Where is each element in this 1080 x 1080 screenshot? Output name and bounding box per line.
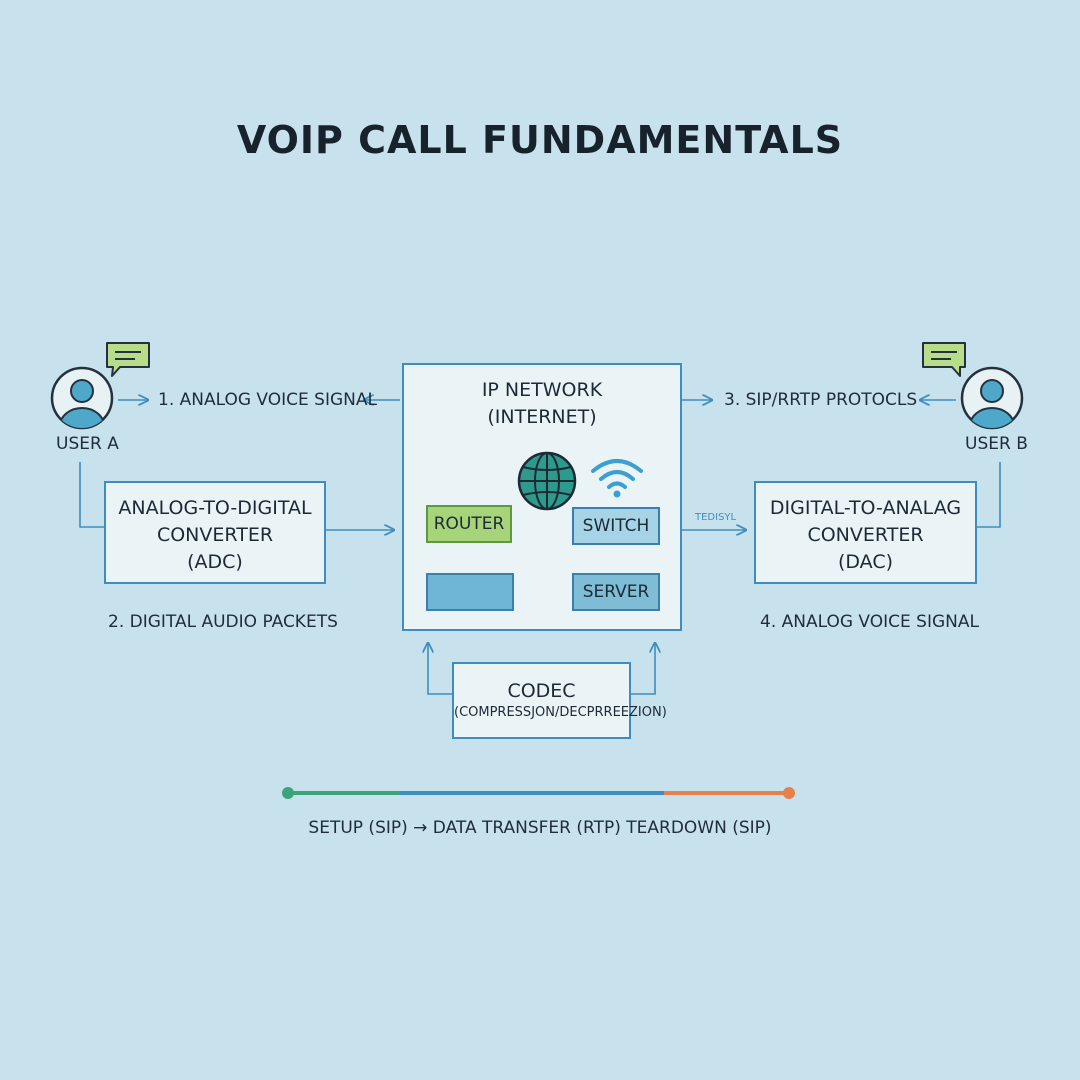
user-b-label: USER B xyxy=(965,434,1028,454)
user-a-label: USER A xyxy=(56,434,119,454)
dac-box: DIGITAL-TO-ANALAG CONVERTER (DAC) xyxy=(754,481,977,584)
dac-line-1: DIGITAL-TO-ANALAG xyxy=(769,497,962,519)
user-a-avatar-icon xyxy=(50,366,114,430)
adc-line-3: (ADC) xyxy=(187,551,243,573)
ip-network-box: IP NETWORK (INTERNET) ROUTER SWITCH SERV… xyxy=(402,363,682,631)
network-title-line-2: (INTERNET) xyxy=(487,406,597,428)
step-1-label: 1. ANALOG VOICE SIGNAL xyxy=(158,390,377,410)
codec-subtitle: (COMPRESSJON/DECPRREEZION) xyxy=(454,705,667,720)
arrow-tag-label: TEDISYL xyxy=(695,512,737,523)
server-node: SERVER xyxy=(572,573,660,611)
router-node: ROUTER xyxy=(426,505,512,543)
codec-title: CODEC xyxy=(507,680,576,702)
user-b-chat-bubble-icon xyxy=(922,342,966,377)
adc-line-1: ANALOG-TO-DIGITAL xyxy=(118,497,312,519)
dac-line-3: (DAC) xyxy=(837,551,894,573)
step-3-label: 3. SIP/RRTP PROTOCLS xyxy=(724,390,918,410)
user-b-avatar-icon xyxy=(960,366,1024,430)
network-title-line-1: IP NETWORK xyxy=(481,379,603,401)
switch-node: SWITCH xyxy=(572,507,660,545)
step-2-label: 2. DIGITAL AUDIO PACKETS xyxy=(108,612,338,632)
adc-box: ANALOG-TO-DIGITAL CONVERTER (ADC) xyxy=(104,481,326,584)
timeline-end-dot xyxy=(783,787,795,799)
user-a-chat-bubble-icon xyxy=(106,342,150,377)
step-4-label: 4. ANALOG VOICE SIGNAL xyxy=(760,612,979,632)
wifi-icon xyxy=(591,459,643,498)
page-title: VOIP CALL FUNDAMENTALS xyxy=(236,118,844,162)
adc-line-2: CONVERTER xyxy=(156,524,274,546)
globe-icon xyxy=(517,451,577,511)
codec-box: CODEC (COMPRESSJON/DECPRREEZION) xyxy=(452,662,667,739)
unlabeled-node xyxy=(426,573,514,611)
timeline-caption: SETUP (SIP) → DATA TRANSFER (RTP) TEARDO… xyxy=(308,818,772,838)
timeline-start-dot xyxy=(282,787,294,799)
dac-line-2: CONVERTER xyxy=(807,524,924,546)
